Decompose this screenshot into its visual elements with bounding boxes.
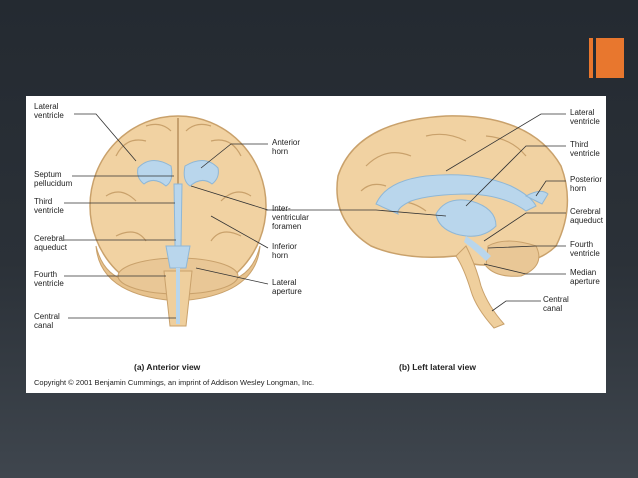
leader-lines: [64, 113, 566, 319]
figure-panel: Lateral ventricle Septum pellucidum Thir…: [26, 96, 606, 393]
label-interventricular-foramen: Inter- ventricular foramen: [272, 204, 309, 232]
accent-bar-secondary: [596, 38, 624, 78]
caption-anterior-view: (a) Anterior view: [134, 362, 201, 372]
label-lateral-ventricle-a: Lateral ventricle: [34, 102, 64, 121]
label-third-ventricle-a: Third ventricle: [34, 197, 64, 216]
label-median-aperture: Median aperture: [570, 268, 600, 287]
brain-illustration: [64, 113, 569, 329]
label-fourth-ventricle-b: Fourth ventricle: [570, 240, 600, 259]
accent-bar: [589, 38, 593, 78]
copyright-notice: Copyright © 2001 Benjamin Cummings, an i…: [34, 378, 315, 387]
label-central-canal-b: Central canal: [543, 295, 569, 314]
label-cerebral-aqueduct-a: Cerebral aqueduct: [34, 234, 67, 253]
label-inferior-horn: Inferior horn: [272, 242, 297, 261]
lateral-brain: [336, 115, 569, 329]
label-fourth-ventricle-a: Fourth ventricle: [34, 270, 64, 289]
label-cerebral-aqueduct-b: Cerebral aqueduct: [570, 207, 603, 226]
label-third-ventricle-b: Third ventricle: [570, 140, 600, 159]
label-septum-pellucidum: Septum pellucidum: [34, 170, 73, 189]
anterior-brain: [89, 115, 267, 327]
label-central-canal-a: Central canal: [34, 312, 60, 331]
label-lateral-aperture: Lateral aperture: [272, 278, 302, 297]
label-posterior-horn: Posterior horn: [570, 175, 603, 194]
label-lateral-ventricle-b: Lateral ventricle: [570, 108, 600, 127]
label-anterior-horn: Anterior horn: [272, 138, 301, 157]
caption-left-lateral-view: (b) Left lateral view: [399, 362, 476, 372]
